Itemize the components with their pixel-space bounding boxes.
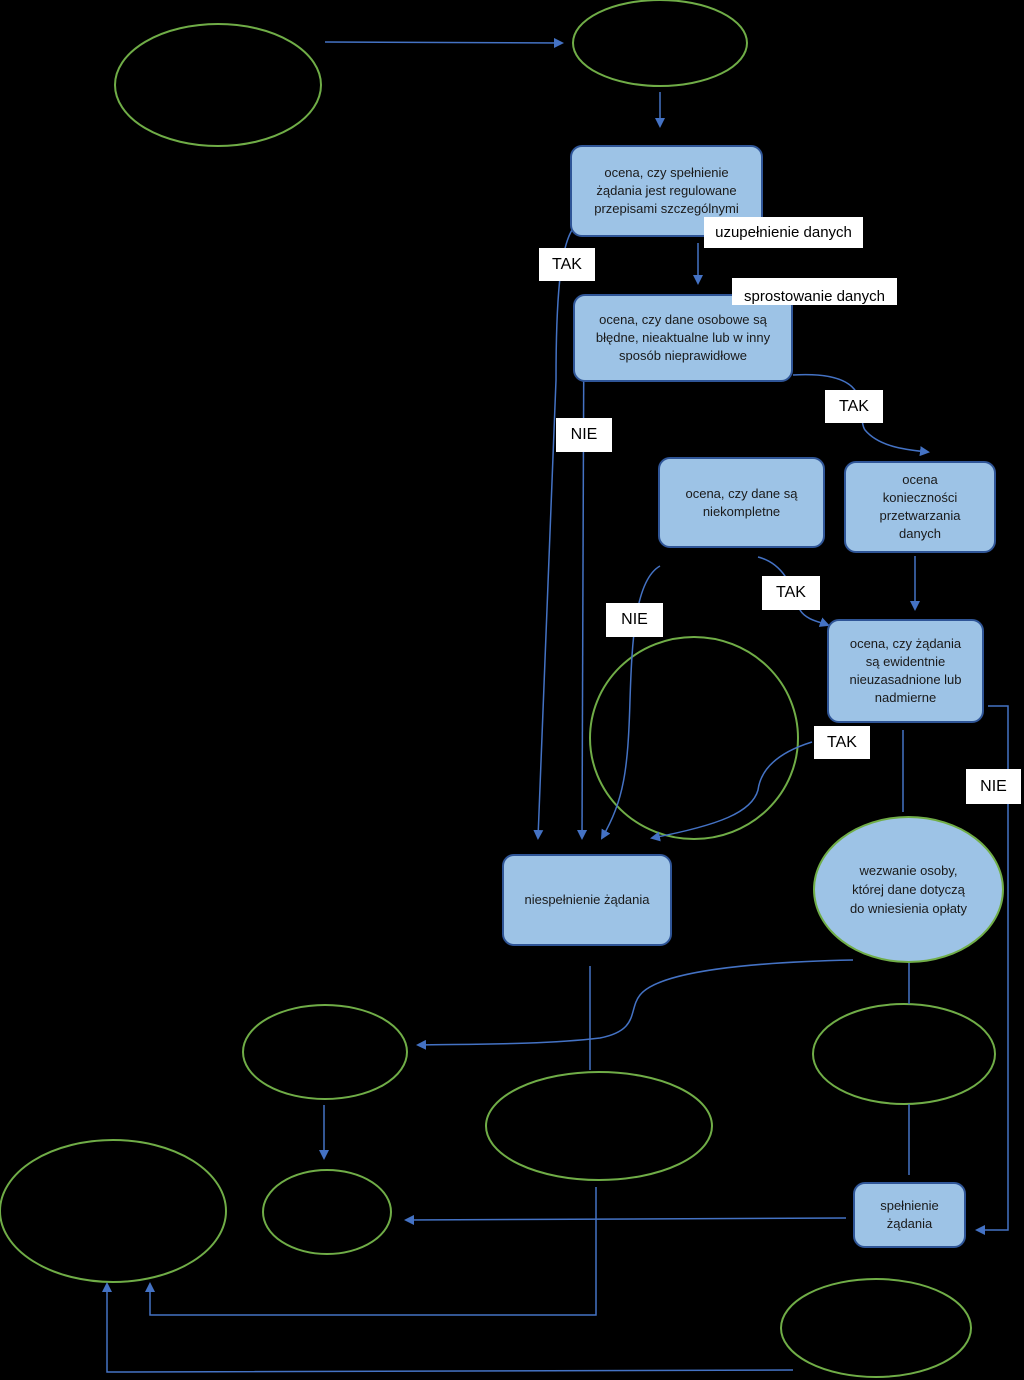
arrow-fulfilled-to-small-ellipse (404, 1214, 847, 1225)
arrow-unfounded-yes-to-denied (650, 741, 813, 842)
box-check-special-rules: ocena, czy spełnienie żądania jest regul… (570, 145, 763, 237)
arrow-center-ellipse-to-far-left (145, 1187, 597, 1316)
label-no-unfounded: NIE (966, 769, 1021, 804)
empty-ellipse-top-center (572, 0, 748, 87)
box-check-incomplete-data: ocena, czy dane są niekompletne (658, 457, 825, 548)
label-supplement-data: uzupełnienie danych (704, 217, 863, 248)
arrow-incorrect-data-no-to-denied (577, 297, 588, 840)
connector-lines (102, 37, 1009, 1373)
arrow-incomplete-no-to-denied (600, 565, 661, 840)
box-check-incorrect-data: ocena, czy dane osobowe są błędne, nieak… (573, 294, 793, 382)
box-request-denied: niespełnienie żądania (502, 854, 672, 946)
label-yes-unfounded: TAK (814, 726, 870, 759)
label-rectify-data: sprostowanie danych (732, 278, 897, 305)
empty-ellipse-right-lower (812, 1003, 996, 1105)
arrow-bottom-right-to-far-left (102, 1282, 794, 1373)
arrow-start-to-top (324, 37, 564, 48)
empty-ellipse-center-lower (485, 1071, 713, 1181)
empty-ellipse-left-upper (242, 1004, 408, 1100)
empty-ellipse-top-left (114, 23, 322, 147)
empty-ellipses (0, 0, 996, 1378)
box-check-unfounded-request: ocena, czy żądania są ewidentnie nieuzas… (827, 619, 984, 723)
label-no-incorrect-data: NIE (556, 418, 612, 452)
label-yes-special-rules: TAK (539, 248, 595, 281)
label-no-incomplete-data: NIE (606, 603, 663, 637)
empty-ellipse-small (262, 1169, 392, 1255)
arrow-incorrect-data-yes-to-processing (792, 373, 930, 457)
empty-ellipse-bottom-right (780, 1278, 972, 1378)
box-assess-processing-need: ocena konieczności przetwarzania danych (844, 461, 996, 553)
label-yes-incomplete-data: TAK (762, 576, 820, 610)
empty-ellipse-middle (589, 636, 799, 840)
box-request-fulfilled: spełnienie żądania (853, 1182, 966, 1248)
empty-ellipse-far-left (0, 1139, 227, 1283)
arrow-fee-to-left-ellipse (416, 959, 854, 1050)
label-yes-incorrect-data: TAK (825, 390, 883, 423)
ellipse-fee-request: wezwanie osoby, której dane dotyczą do w… (813, 816, 1004, 963)
arrow-special-rules-yes-to-denied (533, 229, 573, 840)
arrow-unfounded-no-to-fulfilled (975, 705, 1009, 1235)
